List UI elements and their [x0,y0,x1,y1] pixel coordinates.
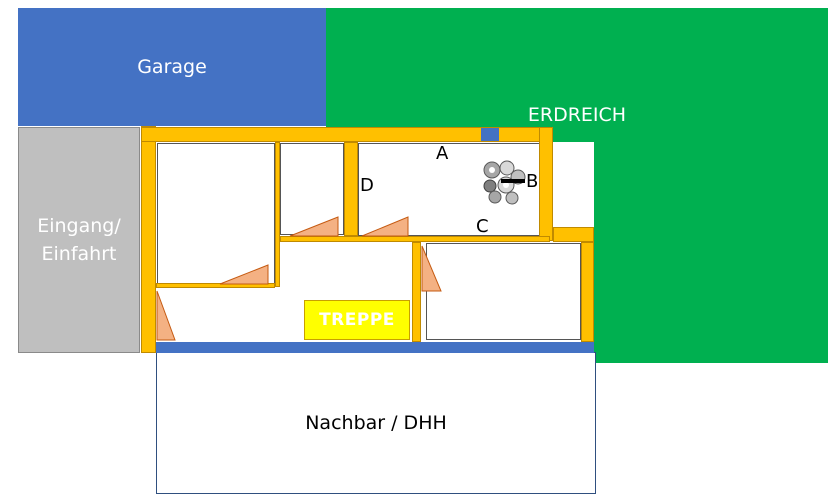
door-small-room [289,216,339,237]
treppe-box: TREPPE [304,300,410,340]
treppe-label: TREPPE [319,310,395,330]
wall-east-lower [581,242,594,342]
wall-left-room-south [156,283,275,288]
wall-d [344,142,358,236]
erdreich-zone-lower [594,222,828,363]
marker-a: A [436,143,449,164]
eingang-label-line2: Einfahrt [41,243,117,265]
wall-hall-east [412,242,421,342]
garage-zone: Garage [18,8,326,126]
erdreich-label: ERDREICH [527,104,627,126]
nachbar-label: Nachbar / DHH [305,412,447,434]
eingang-label-line1: Eingang/ [37,215,121,237]
marker-c: C [476,216,489,237]
marker-b: B [526,171,539,192]
wall-south [156,342,594,353]
door-right-room [421,245,442,292]
door-left-room [219,264,269,285]
wall-west [141,126,156,353]
wall-east-step [553,227,594,242]
marker-d: D [360,175,374,196]
washing-machine-cluster-icon [483,160,526,205]
eingang-label: Eingang/ Einfahrt [37,212,121,268]
wall-left-room-east [275,142,280,287]
room-left [157,143,275,284]
door-entrance [156,290,176,341]
eingang-zone: Eingang/ Einfahrt [18,127,140,353]
wall-c [280,236,550,242]
room-right [426,243,581,340]
window-north [481,128,499,141]
garage-label: Garage [137,56,207,78]
door-main-room [361,216,409,237]
